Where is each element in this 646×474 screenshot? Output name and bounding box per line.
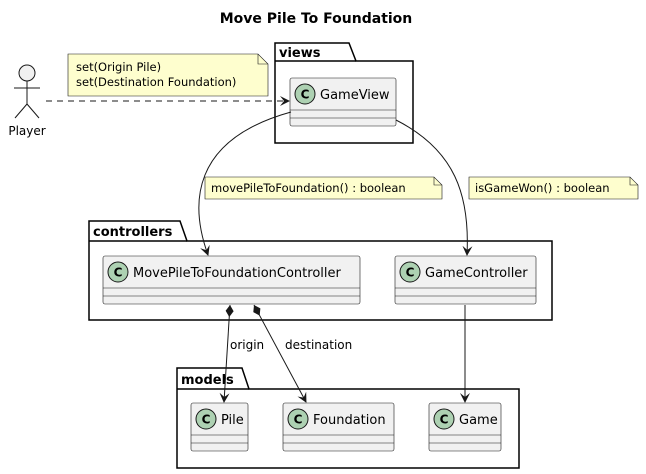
actor-note-line-1: set(Origin Pile) — [76, 60, 161, 74]
edge-label-destination: destination — [285, 338, 352, 352]
class-gameview: C GameView — [289, 77, 397, 127]
class-pile-name: Pile — [221, 413, 244, 428]
edge-gameview-gamecontroller — [395, 119, 473, 256]
class-gamecontroller: C GameController — [394, 255, 537, 305]
class-movepiletofoundationcontroller: C MovePileToFoundationController — [102, 255, 361, 305]
class-move-controller-name: MovePileToFoundationController — [133, 266, 341, 281]
edge-label-origin: origin — [230, 338, 264, 352]
edge-origin — [219, 304, 234, 403]
class-stereotype-icon — [294, 83, 316, 105]
edge-note-won-text: isGameWon() : boolean — [475, 181, 610, 195]
edge-gameview-movecontroller — [198, 111, 292, 256]
package-controllers-label: controllers — [93, 225, 173, 240]
stereotype-letter: C — [294, 413, 303, 427]
actor-note: set(Origin Pile) set(Destination Foundat… — [67, 53, 269, 97]
edge-note-move: movePileToFoundation() : boolean — [204, 176, 443, 200]
stereotype-letter: C — [202, 413, 211, 427]
edge-note-won: isGameWon() : boolean — [468, 176, 639, 200]
class-stereotype-icon — [107, 261, 129, 283]
class-gamecontroller-name: GameController — [425, 266, 528, 281]
stereotype-letter: C — [440, 413, 449, 427]
class-stereotype-icon — [433, 408, 455, 430]
edge-note-move-text: movePileToFoundation() : boolean — [211, 181, 406, 195]
class-game-name: Game — [459, 413, 498, 428]
actor-player: Player — [8, 64, 46, 138]
class-gameview-name: GameView — [320, 88, 390, 103]
class-stereotype-icon — [287, 408, 309, 430]
edge-destination — [253, 304, 307, 403]
stereotype-letter: C — [406, 266, 415, 280]
class-game: C Game — [428, 402, 502, 452]
actor-head — [18, 64, 36, 82]
package-views-label: views — [279, 46, 321, 61]
stereotype-letter: C — [114, 266, 123, 280]
actor-note-line-2: set(Destination Foundation) — [76, 75, 236, 89]
class-foundation-name: Foundation — [313, 413, 386, 428]
actor-label: Player — [8, 124, 45, 138]
diagram-title: Move Pile To Foundation — [220, 11, 413, 27]
class-stereotype-icon — [399, 261, 421, 283]
class-stereotype-icon — [195, 408, 217, 430]
stereotype-letter: C — [301, 88, 310, 102]
class-pile: C Pile — [190, 402, 249, 452]
class-foundation: C Foundation — [282, 402, 395, 452]
